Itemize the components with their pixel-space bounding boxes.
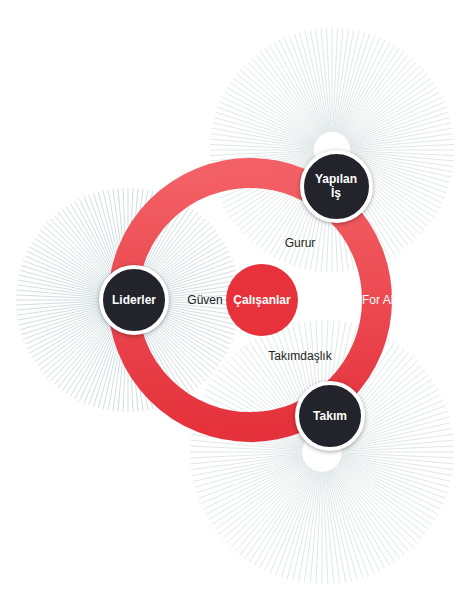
sunburst-stroke <box>322 472 323 584</box>
node-text: Yapılan İş <box>309 172 363 200</box>
sunburst-stroke <box>248 62 320 137</box>
sunburst-stroke <box>240 70 318 138</box>
sunburst-stroke <box>338 36 374 133</box>
sunburst-stroke <box>345 62 417 137</box>
sunburst-stroke <box>341 458 448 493</box>
sunburst-stroke <box>40 310 114 369</box>
sunburst-stroke <box>327 28 332 132</box>
dark-circle: Liderler <box>99 265 169 335</box>
sunburst-stroke <box>350 139 453 148</box>
sunburst-stroke <box>349 112 448 144</box>
sunburst-stroke <box>265 48 322 135</box>
sunburst-stroke <box>218 107 315 143</box>
sunburst-stroke <box>269 45 322 134</box>
sunburst-stroke <box>206 461 305 514</box>
sunburst-stroke <box>337 465 421 539</box>
sunburst-stroke <box>210 150 314 151</box>
sunburst-stroke <box>190 453 302 458</box>
sunburst-stroke <box>32 309 114 358</box>
sunburst-stroke <box>345 66 420 138</box>
sunburst-stroke <box>16 300 111 301</box>
value-label: Takımdaşlık <box>268 349 331 363</box>
sunburst-stroke <box>191 454 303 464</box>
sunburst-stroke <box>210 151 314 156</box>
sunburst-stroke <box>348 92 439 141</box>
sunburst-stroke <box>344 58 412 136</box>
sunburst-stroke <box>21 305 112 334</box>
sunburst-stroke <box>305 31 328 132</box>
node-text: For All <box>362 293 396 307</box>
sunburst-stroke <box>326 471 351 580</box>
sunburst-stroke <box>328 471 363 578</box>
sunburst-stroke <box>19 304 112 325</box>
sunburst-stroke <box>193 456 302 481</box>
sunburst-stroke <box>216 112 315 144</box>
sunburst-stroke <box>348 87 437 140</box>
sunburst-stroke <box>336 466 417 544</box>
sunburst-stroke <box>196 458 303 493</box>
sunburst-stroke <box>244 66 319 138</box>
sunburst-stroke <box>342 446 454 451</box>
sunburst-stroke <box>190 452 302 453</box>
sunburst-stroke <box>350 123 451 146</box>
sunburst-stroke <box>231 466 309 547</box>
sunburst-stroke <box>321 28 330 131</box>
node-text: Liderler <box>112 293 156 307</box>
sunburst-stroke <box>331 469 384 568</box>
node-text: Takım <box>313 409 347 423</box>
sunburst-stroke <box>347 83 434 140</box>
sunburst-stroke <box>333 469 395 563</box>
sunburst-stroke <box>324 472 334 584</box>
sunburst-stroke <box>332 28 333 132</box>
sunburst-stroke <box>16 301 111 305</box>
center-circle: Çalışanlar <box>226 264 298 336</box>
sunburst-stroke <box>16 302 111 311</box>
sunburst-stroke <box>281 471 316 578</box>
value-label: Gurur <box>285 236 316 250</box>
sunburst-stroke <box>323 472 328 584</box>
sunburst-stroke <box>334 467 404 555</box>
sunburst-stroke <box>350 150 454 151</box>
sunburst-stroke <box>235 467 309 551</box>
sunburst-stroke <box>332 469 390 565</box>
sunburst-stroke <box>212 463 306 525</box>
sunburst-stroke <box>336 466 414 547</box>
sunburst-stroke <box>276 471 315 576</box>
sunburst-stroke <box>29 308 113 353</box>
node-text: Çalışanlar <box>233 293 290 307</box>
sunburst-stroke <box>256 55 321 136</box>
dark-circle: Yapılan İş <box>300 150 373 223</box>
sunburst-stroke <box>209 462 305 520</box>
sunburst-stroke <box>338 34 370 133</box>
sunburst-stroke <box>23 261 112 294</box>
sunburst-stroke <box>346 74 427 139</box>
dark-circle: Takım <box>295 381 365 451</box>
sunburst-stroke <box>294 34 326 133</box>
sunburst-stroke <box>219 464 307 534</box>
sunburst-stroke <box>342 452 454 453</box>
sunburst-stroke <box>274 43 323 134</box>
sunburst-stroke <box>342 440 454 450</box>
value-label: Güven <box>187 293 222 307</box>
sunburst-stroke <box>227 466 308 544</box>
sunburst-stroke <box>350 145 454 150</box>
sunburst-stroke <box>341 459 446 498</box>
